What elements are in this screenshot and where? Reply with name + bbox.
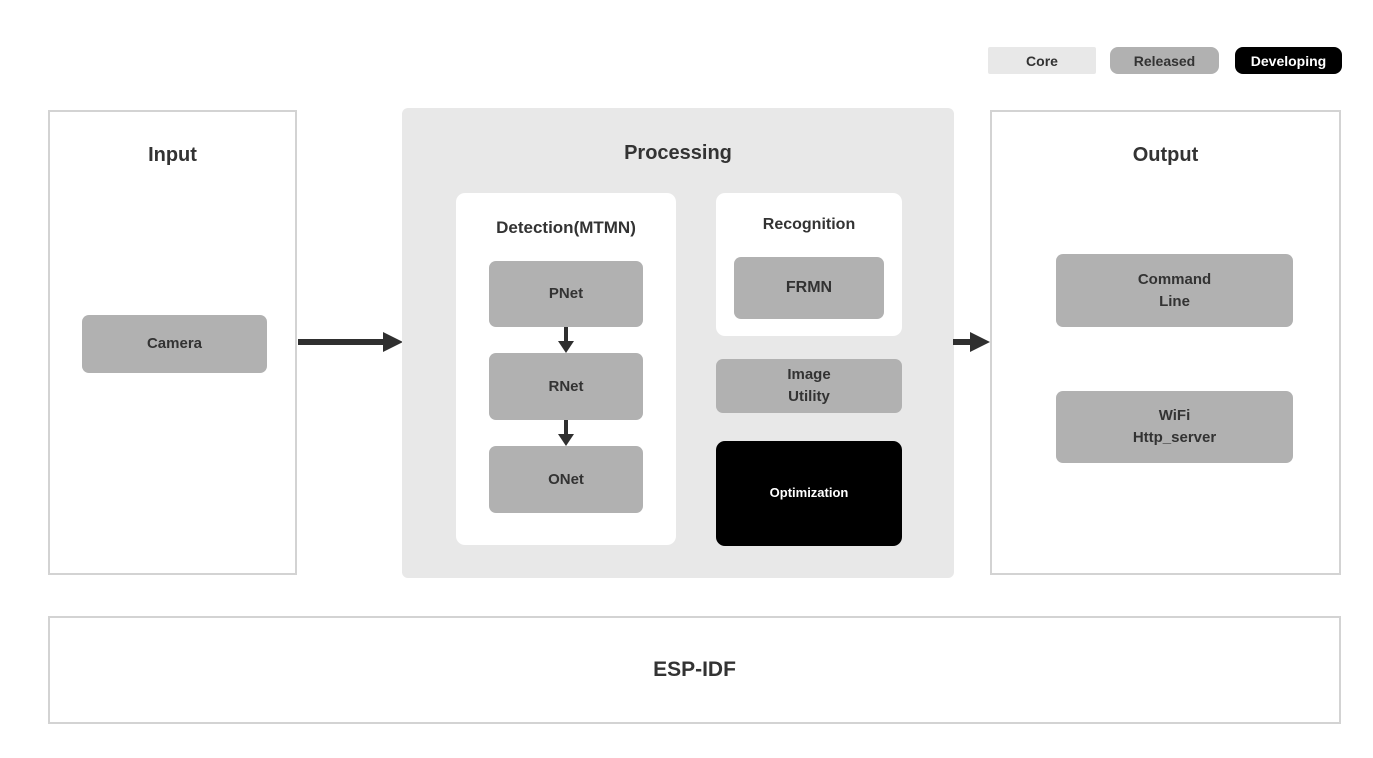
arrow-down-icon (558, 420, 574, 446)
frmn-node: FRMN (734, 257, 884, 319)
arrow-shaft (953, 339, 970, 345)
detection-group: Detection(MTMN) PNet RNet ONet (456, 193, 676, 545)
esp-idf-panel: ESP-IDF (48, 616, 1341, 724)
arrow-head (558, 341, 574, 353)
optimization-node: Optimization (716, 441, 902, 546)
output-panel-title: Output (1132, 144, 1199, 166)
arrow-head (970, 332, 990, 352)
recognition-group-title: Recognition (762, 216, 856, 233)
arrow-shaft (298, 339, 383, 345)
arrow-head (383, 332, 403, 352)
arrow-shaft (564, 420, 568, 434)
processing-panel: Processing Detection(MTMN) PNet RNet ONe… (402, 108, 954, 578)
recognition-group: Recognition FRMN (716, 193, 902, 336)
onet-node: ONet (489, 446, 643, 513)
output-panel: Output Command Line WiFi Http_server (990, 110, 1341, 575)
wifi-http-server-node: WiFi Http_server (1056, 391, 1293, 463)
command-line-node: Command Line (1056, 254, 1293, 327)
arrow-shaft (564, 327, 568, 341)
processing-panel-title: Processing (624, 142, 732, 164)
rnet-node: RNet (489, 353, 643, 420)
legend-developing-badge: Developing (1235, 47, 1342, 74)
image-utility-node: Image Utility (716, 359, 902, 413)
arrow-head (558, 434, 574, 446)
input-panel-title: Input (148, 144, 197, 166)
input-panel: Input Camera (48, 110, 297, 575)
legend-core-badge: Core (988, 47, 1096, 74)
arrow-down-icon (558, 327, 574, 353)
pnet-node: PNet (489, 261, 643, 327)
arrow-right-icon (953, 332, 990, 352)
arrow-right-icon (298, 332, 403, 352)
detection-group-title: Detection(MTMN) (496, 218, 636, 237)
esp-idf-label: ESP-IDF (653, 658, 736, 681)
camera-node: Camera (82, 315, 267, 373)
legend-released-badge: Released (1110, 47, 1219, 74)
